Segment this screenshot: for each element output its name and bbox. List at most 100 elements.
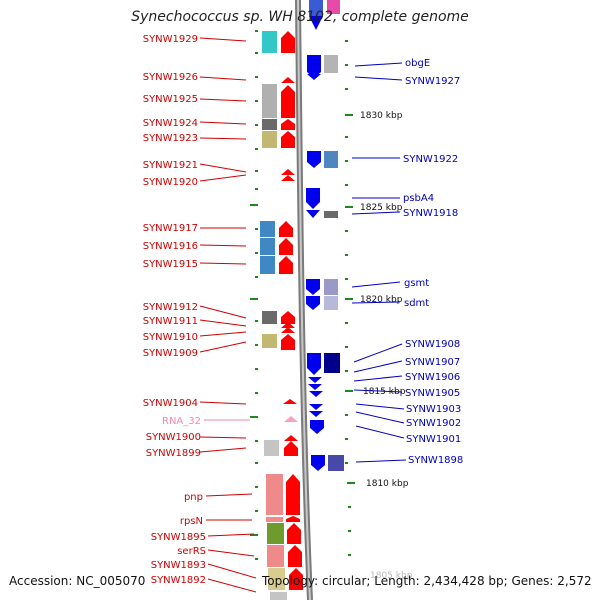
scale-label: 1820 kbp bbox=[360, 295, 403, 305]
gene-arrow-reverse bbox=[283, 399, 297, 404]
gene-label[interactable]: SYNW1892 bbox=[151, 575, 206, 586]
gene-arrow-reverse bbox=[281, 85, 295, 118]
gene-box bbox=[324, 151, 338, 168]
gene-label[interactable]: SYNW1911 bbox=[143, 316, 198, 327]
gene-box bbox=[270, 592, 287, 600]
gene-box bbox=[266, 517, 283, 522]
gene-arrow-reverse bbox=[286, 516, 300, 522]
gene-arrow-forward bbox=[310, 420, 324, 434]
gene-arrow-reverse bbox=[279, 221, 293, 237]
gene-label[interactable]: SYNW1899 bbox=[146, 448, 201, 459]
gene-arrow-forward bbox=[308, 384, 322, 390]
gene-label[interactable]: SYNW1900 bbox=[146, 432, 201, 443]
gene-label[interactable]: serRS bbox=[177, 546, 206, 557]
gene-label[interactable]: SYNW1910 bbox=[143, 332, 198, 343]
rna-label[interactable]: RNA_32 bbox=[162, 416, 201, 427]
gene-label[interactable]: SYNW1921 bbox=[143, 160, 198, 171]
gene-arrow-forward bbox=[309, 404, 323, 410]
gene-label[interactable]: obgE bbox=[405, 58, 430, 69]
gene-arrow-reverse bbox=[281, 119, 295, 130]
gene-label[interactable]: SYNW1926 bbox=[143, 72, 198, 83]
gene-arrow-reverse bbox=[284, 441, 298, 456]
gene-box bbox=[260, 256, 275, 274]
gene-label[interactable]: SYNW1912 bbox=[143, 302, 198, 313]
gene-label[interactable]: rpsN bbox=[180, 516, 203, 527]
gene-arrow-forward bbox=[307, 55, 321, 78]
left-tick-column bbox=[250, 30, 258, 560]
gene-label[interactable]: SYNW1895 bbox=[151, 532, 206, 543]
right-tick-column bbox=[345, 40, 355, 556]
topology-text: Topology: circular; Length: 2,434,428 bp… bbox=[262, 574, 592, 588]
gene-label[interactable]: psbA4 bbox=[403, 193, 434, 204]
gene-box bbox=[309, 0, 323, 16]
gene-box bbox=[324, 279, 338, 295]
gene-label[interactable]: SYNW1908 bbox=[405, 339, 460, 350]
gene-box bbox=[327, 0, 340, 14]
gene-arrow-reverse bbox=[281, 327, 295, 333]
gene-arrow-forward bbox=[306, 188, 320, 209]
gene-box bbox=[264, 440, 279, 456]
gene-label[interactable]: SYNW1909 bbox=[143, 348, 198, 359]
gene-label[interactable]: SYNW1924 bbox=[143, 118, 198, 129]
gene-arrow-forward bbox=[311, 455, 325, 471]
scale-label: 1805 kbp bbox=[370, 571, 413, 581]
gene-label[interactable]: SYNW1898 bbox=[408, 455, 463, 466]
gene-box bbox=[324, 353, 340, 373]
gene-label[interactable]: SYNW1916 bbox=[143, 241, 198, 252]
gene-label[interactable]: SYNW1901 bbox=[406, 434, 461, 445]
gene-label[interactable]: SYNW1915 bbox=[143, 259, 198, 270]
gene-box bbox=[262, 334, 277, 348]
scale-label: 1830 kbp bbox=[360, 111, 403, 121]
forward-strand-genes bbox=[306, 55, 344, 471]
gene-label[interactable]: gsmt bbox=[404, 278, 429, 289]
right-labels: obgE SYNW1927 SYNW1922 psbA4 SYNW1918 gs… bbox=[403, 58, 463, 466]
gene-arrow-reverse bbox=[281, 31, 295, 53]
left-leaders bbox=[199, 37, 257, 593]
gene-box bbox=[267, 523, 284, 544]
gene-arrow-reverse bbox=[286, 474, 300, 515]
gene-box bbox=[324, 55, 338, 73]
gene-arrow-forward bbox=[309, 16, 323, 30]
scale-label: 1815 kbp bbox=[363, 387, 406, 397]
gene-label[interactable]: SYNW1918 bbox=[403, 208, 458, 219]
gene-label[interactable]: SYNW1922 bbox=[403, 154, 458, 165]
gene-arrow-forward bbox=[307, 151, 321, 168]
gene-box bbox=[260, 238, 275, 255]
gene-box bbox=[262, 311, 277, 324]
right-leaders bbox=[351, 62, 407, 463]
gene-label[interactable]: SYNW1925 bbox=[143, 94, 198, 105]
gene-label[interactable]: SYNW1907 bbox=[405, 357, 460, 368]
gene-label[interactable]: SYNW1902 bbox=[406, 418, 461, 429]
gene-label[interactable]: SYNW1893 bbox=[151, 560, 206, 571]
gene-label[interactable]: SYNW1905 bbox=[405, 388, 460, 399]
gene-arrow-reverse bbox=[281, 131, 295, 148]
gene-arrow-reverse bbox=[279, 256, 293, 274]
gene-arrow-reverse bbox=[281, 175, 295, 181]
map-title: Synechococcus sp. WH 8102, complete geno… bbox=[131, 9, 469, 25]
gene-box bbox=[324, 211, 338, 218]
gene-arrow-forward bbox=[307, 74, 321, 80]
gene-arrow-forward bbox=[307, 353, 321, 375]
gene-label[interactable]: SYNW1927 bbox=[405, 76, 460, 87]
left-labels: SYNW1929 SYNW1926 SYNW1925 SYNW1924 SYNW… bbox=[143, 34, 206, 586]
gene-label[interactable]: sdmt bbox=[404, 298, 429, 309]
gene-label[interactable]: SYNW1903 bbox=[406, 404, 461, 415]
gene-arrow-reverse bbox=[279, 238, 293, 255]
gene-label[interactable]: SYNW1920 bbox=[143, 177, 198, 188]
gene-label[interactable]: SYNW1923 bbox=[143, 133, 198, 144]
gene-box bbox=[266, 474, 283, 515]
gene-arrow-reverse bbox=[289, 568, 303, 590]
gene-label[interactable]: SYNW1929 bbox=[143, 34, 198, 45]
genome-backbone-highlight bbox=[297, 0, 311, 600]
gene-box bbox=[260, 221, 275, 237]
gene-arrow-reverse bbox=[288, 545, 302, 567]
gene-arrow-forward bbox=[309, 411, 323, 417]
gene-label[interactable]: SYNW1917 bbox=[143, 223, 198, 234]
gene-box bbox=[324, 296, 338, 310]
gene-box bbox=[262, 131, 277, 148]
gene-label[interactable]: SYNW1906 bbox=[405, 372, 460, 383]
gene-label[interactable]: pnp bbox=[184, 492, 203, 503]
gene-label[interactable]: SYNW1904 bbox=[143, 398, 198, 409]
gene-arrow-forward bbox=[306, 296, 320, 310]
